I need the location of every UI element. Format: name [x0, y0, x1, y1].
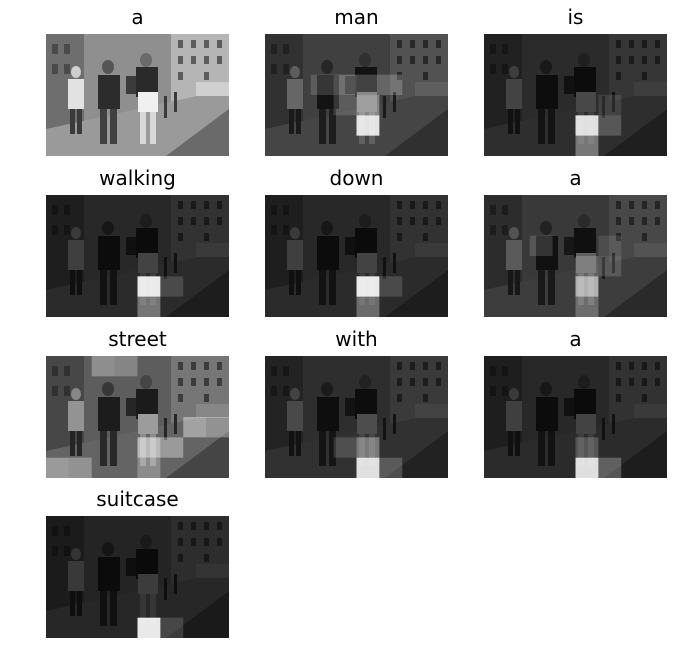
panel-caption: a [569, 166, 582, 190]
attention-cell [356, 296, 380, 317]
attention-overlay [484, 356, 667, 478]
attention-cell [356, 74, 380, 95]
attention-image [265, 34, 448, 156]
attention-cell [575, 135, 599, 156]
attention-image [46, 356, 229, 478]
panel-caption: a [131, 5, 144, 29]
panel-caption: a [569, 327, 582, 351]
attention-cell [137, 617, 161, 638]
attention-cell [575, 437, 599, 458]
attention-cell [575, 296, 599, 317]
attention-cell [598, 95, 622, 116]
attention-image [265, 195, 448, 317]
attention-image [46, 195, 229, 317]
attention-cell [575, 276, 599, 297]
attention-cell [379, 276, 403, 297]
attention-cell [598, 256, 622, 277]
attention-cell [333, 437, 357, 458]
attention-cell [68, 457, 92, 478]
street-photo [46, 34, 229, 156]
attention-cell [575, 115, 599, 136]
attention-cell [114, 356, 138, 377]
attention-cell [356, 276, 380, 297]
attention-cell [333, 74, 357, 95]
panel-caption: street [108, 327, 167, 351]
attention-cell [379, 457, 403, 478]
attention-cell [160, 617, 184, 638]
attention-cell [598, 235, 622, 256]
attention-cell [356, 457, 380, 478]
attention-image [46, 34, 229, 156]
attention-image [265, 356, 448, 478]
attention-cell [137, 296, 161, 317]
attention-cell [575, 457, 599, 478]
panel-caption: walking [99, 166, 176, 190]
attention-cell [160, 276, 184, 297]
attention-cell [598, 457, 622, 478]
attention-image [46, 516, 229, 638]
attention-image [484, 195, 667, 317]
panel-caption: man [334, 5, 379, 29]
attention-cell [379, 74, 403, 95]
attention-cell [137, 437, 161, 458]
attention-cell [183, 417, 207, 438]
attention-cell [333, 95, 357, 116]
attention-cell [160, 437, 184, 458]
attention-cell [598, 115, 622, 136]
attention-cell [137, 276, 161, 297]
panel-caption: with [335, 327, 378, 351]
attention-cell [206, 417, 229, 438]
attention-cell [529, 235, 553, 256]
attention-overlay [265, 356, 448, 478]
attention-image [484, 34, 667, 156]
panel-caption: is [567, 5, 584, 29]
panel-caption: suitcase [96, 487, 179, 511]
attention-cell [137, 457, 161, 478]
attention-cell [46, 457, 69, 478]
attention-cell [356, 115, 380, 136]
attention-cell [310, 74, 334, 95]
attention-cell [91, 356, 115, 377]
attention-cell [575, 256, 599, 277]
attention-cell [356, 437, 380, 458]
panel-caption: down [329, 166, 384, 190]
attention-image [484, 356, 667, 478]
attention-cell [356, 95, 380, 116]
